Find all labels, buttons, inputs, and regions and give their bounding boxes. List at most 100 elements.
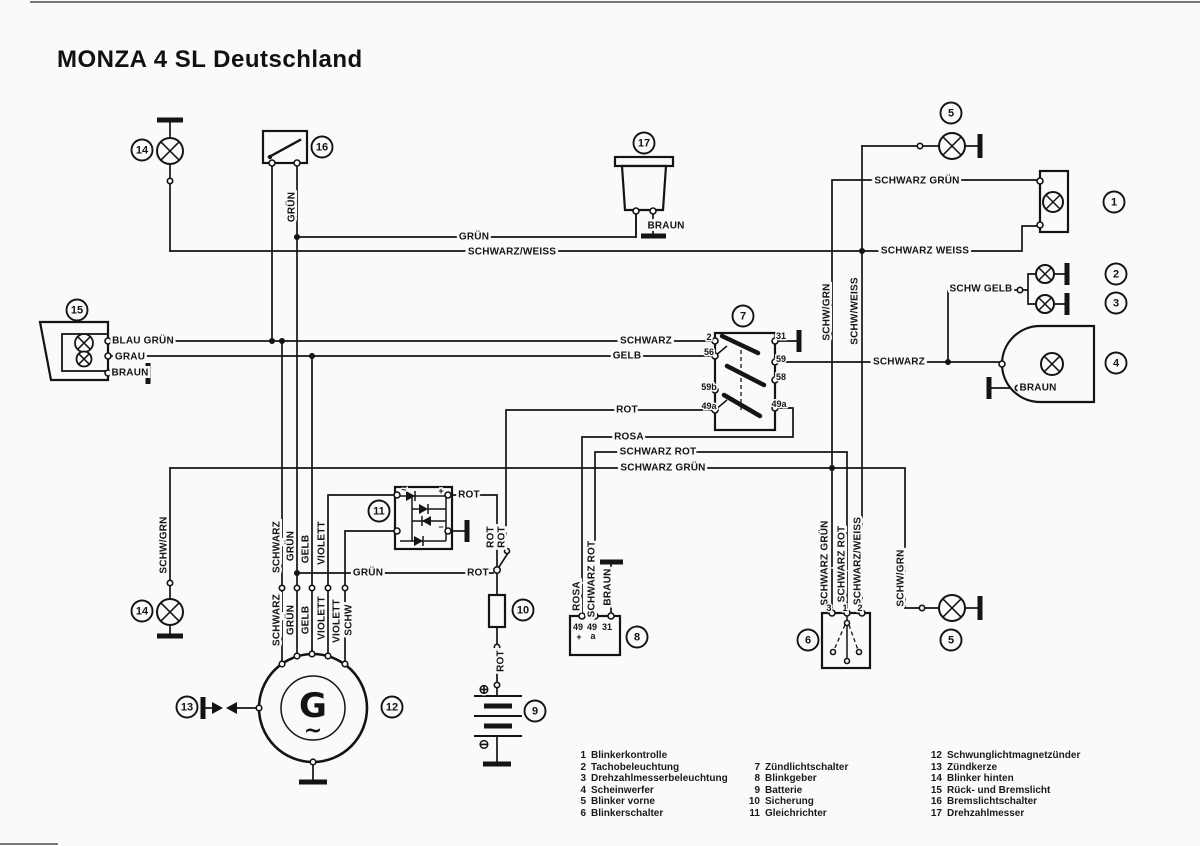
component-marker: 16 bbox=[310, 135, 334, 159]
wire-label: BRAUN bbox=[111, 368, 148, 379]
lamp-blinker-hinten-top bbox=[156, 137, 184, 165]
terminal-label: 1 bbox=[842, 603, 847, 613]
svg-text:17: 17 bbox=[638, 138, 650, 150]
svg-text:12: 12 bbox=[386, 702, 398, 714]
wire-label: GELB bbox=[301, 606, 312, 635]
wires bbox=[107, 121, 1077, 781]
wire-label: ROSA bbox=[614, 432, 644, 443]
wire-label: SCHWARZ ROT bbox=[587, 541, 598, 618]
component-marker: 9 bbox=[523, 699, 547, 723]
terminal-label: 49a bbox=[771, 399, 787, 409]
wire-schw-gelb-branch bbox=[947, 273, 1037, 363]
wire-label: GRÜN bbox=[459, 230, 489, 243]
lamp-tachobeleuchtung-2 bbox=[1035, 264, 1055, 284]
wire-label: SCHW/WEISS bbox=[850, 277, 861, 345]
lamp-drehzahlmesserbeleuchtung-3 bbox=[1035, 294, 1055, 314]
wire-label: GRÜN bbox=[353, 566, 383, 579]
svg-text:14: 14 bbox=[136, 145, 149, 157]
wire-label: GELB bbox=[613, 351, 642, 362]
diode-icon bbox=[406, 491, 416, 501]
terminal-label: a bbox=[590, 631, 596, 641]
component-sicherung-10 bbox=[487, 593, 507, 629]
svg-text:6: 6 bbox=[805, 635, 811, 647]
terminal-label: 3 bbox=[826, 603, 831, 613]
wire-label: ROSA bbox=[572, 581, 583, 611]
lamp-icon bbox=[1042, 191, 1064, 213]
wire-label: SCHWARZ GRÜN bbox=[818, 520, 831, 605]
connector-circles bbox=[166, 142, 1024, 689]
diode-icon bbox=[412, 504, 446, 514]
wire-label: SCHW/GRN bbox=[896, 549, 907, 606]
component-blinkerschalter-6 bbox=[820, 609, 872, 670]
wire-label: BRAUN bbox=[647, 221, 684, 232]
page-title: MONZA 4 SL Deutschland bbox=[57, 46, 363, 73]
terminal-label: ⊖ bbox=[479, 737, 490, 752]
component-marker: 6 bbox=[796, 628, 820, 652]
wire-label: SCHWARZ ROT bbox=[837, 526, 848, 603]
component-marker: 11 bbox=[367, 499, 391, 523]
wire-label: BRAUN bbox=[1019, 383, 1056, 394]
terminal-label: 31 bbox=[776, 331, 786, 341]
lamp-icon bbox=[74, 333, 94, 353]
spark-gap-icon bbox=[226, 702, 237, 714]
wire-label: SCHW GELB bbox=[950, 284, 1013, 295]
ground-symbols bbox=[145, 117, 1070, 785]
wire-label: BRAUN bbox=[603, 568, 614, 605]
wire-label: ROT bbox=[458, 490, 480, 501]
wire-label: SCHWARZ bbox=[272, 594, 283, 646]
wire-rot-rectifier bbox=[449, 494, 498, 567]
terminal-label: 2 bbox=[706, 332, 711, 342]
wire-tacho-leads bbox=[635, 212, 654, 238]
component-marker: 8 bbox=[625, 625, 649, 649]
component-schwunglichtmagnetzuender-12 bbox=[255, 650, 369, 766]
svg-text:1: 1 bbox=[1111, 197, 1117, 209]
svg-text:5: 5 bbox=[948, 108, 954, 120]
wire-label: GRÜN bbox=[284, 531, 297, 561]
wire-label: GRÜN bbox=[285, 192, 298, 222]
diode-icon bbox=[421, 516, 431, 526]
wire-label: SCHWARZ bbox=[272, 521, 283, 573]
component-blinkgeber-8 bbox=[568, 612, 622, 657]
wire-label: SCHWARZ GRÜN bbox=[874, 174, 959, 187]
wire-label: SCHW/GRN bbox=[159, 516, 170, 573]
component-marker: 3 bbox=[1104, 291, 1128, 315]
component-marker: 2 bbox=[1104, 262, 1128, 286]
wire-schwarz-rot bbox=[594, 451, 848, 617]
component-marker: 5 bbox=[939, 628, 963, 652]
component-marker: 13 bbox=[175, 695, 199, 719]
component-marker: 7 bbox=[731, 304, 755, 328]
terminal-label: 2 bbox=[857, 603, 862, 613]
terminal-label: 58 bbox=[776, 372, 786, 382]
wire-label: SCHWARZ ROT bbox=[620, 447, 697, 458]
component-marker: 5 bbox=[939, 101, 963, 125]
component-marker: 14 bbox=[130, 599, 154, 623]
wire-label: GRÜN bbox=[284, 605, 297, 635]
wire-contact-lever bbox=[497, 551, 510, 569]
wire-label: BLAU GRÜN bbox=[112, 334, 174, 347]
terminal-label: 59 bbox=[776, 354, 786, 364]
svg-text:9: 9 bbox=[532, 706, 538, 718]
wire-label: ROT bbox=[486, 526, 497, 548]
component-marker: 15 bbox=[65, 298, 89, 322]
component-bremslichtschalter-16 bbox=[261, 129, 309, 167]
svg-text:3: 3 bbox=[1113, 298, 1119, 310]
lamp-blinker-hinten-bottom bbox=[156, 598, 184, 626]
svg-text:4: 4 bbox=[1113, 358, 1120, 370]
svg-text:8: 8 bbox=[634, 632, 640, 644]
junction-dots bbox=[269, 234, 951, 576]
generator-ac-symbol: ~ bbox=[304, 719, 322, 744]
terminal-label: 49 bbox=[587, 622, 597, 632]
component-marker: 4 bbox=[1104, 351, 1128, 375]
component-scheinwerfer-4 bbox=[998, 324, 1096, 404]
wire-label: ROT bbox=[496, 650, 507, 672]
diode-icon bbox=[414, 536, 424, 546]
component-drehzahlmesser-17 bbox=[613, 155, 675, 215]
wire-label: SCHWARZ WEISS bbox=[881, 246, 969, 257]
terminal-label: 59b bbox=[701, 382, 717, 392]
terminal-label: + bbox=[576, 632, 581, 642]
svg-text:14: 14 bbox=[136, 606, 149, 618]
wire-label: VIOLETT bbox=[332, 599, 343, 643]
wire-label: GRAU bbox=[115, 352, 145, 363]
